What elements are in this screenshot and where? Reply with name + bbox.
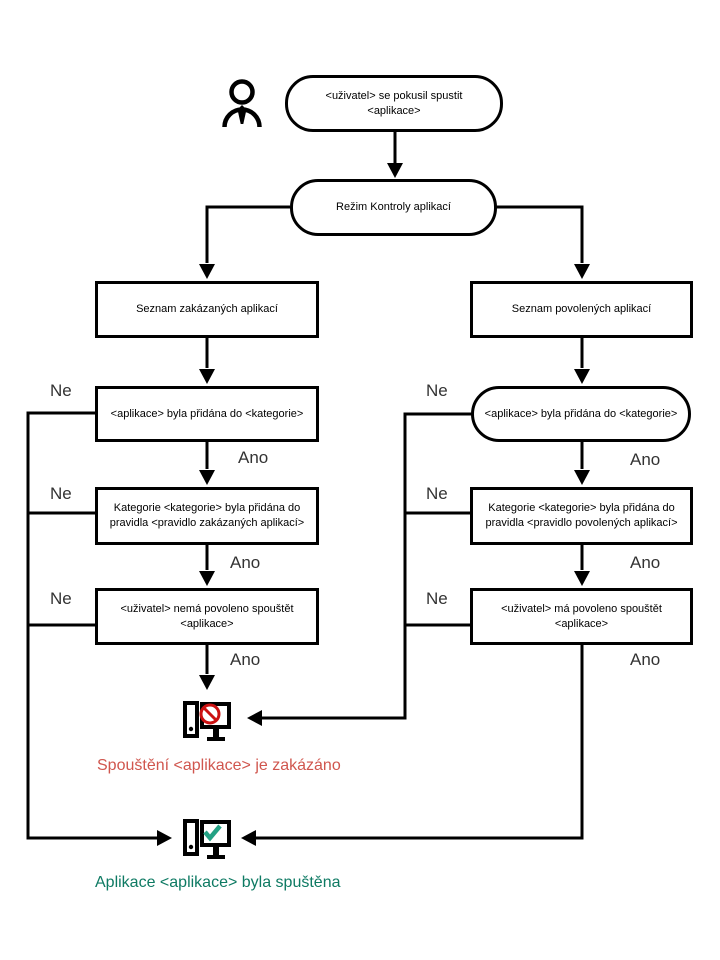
- label-ne: Ne: [50, 589, 72, 608]
- node-denylist-label: Seznam zakázaných aplikací: [136, 303, 278, 316]
- node-start: <uživatel> se pokusil spustit <aplikace>: [285, 75, 503, 132]
- label-ano: Ano: [230, 553, 261, 572]
- node-start-label: <uživatel> se pokusil spustit <aplikace>: [325, 89, 463, 117]
- label-ano: Ano: [630, 553, 661, 572]
- node-allowlist: Seznam povolených aplikací: [470, 281, 693, 338]
- label-ano: Ano: [230, 650, 261, 669]
- node-allow-category: <aplikace> byla přidána do <kategorie>: [471, 386, 691, 442]
- label-ano: Ano: [630, 650, 661, 669]
- prohibition-icon: [199, 703, 221, 725]
- label-ne: Ne: [426, 381, 448, 400]
- node-control-mode: Režim Kontroly aplikací: [290, 179, 497, 236]
- node-deny-category-label: <aplikace> byla přidána do <kategorie>: [110, 407, 304, 420]
- started-status-text: Aplikace <aplikace> byla spuštěna: [95, 874, 341, 891]
- node-allow-rule-label: Kategorie <kategorie> byla přidána do pr…: [485, 502, 678, 529]
- node-allowlist-label: Seznam povolených aplikací: [511, 303, 652, 316]
- user-icon: [221, 78, 263, 128]
- node-control-mode-label: Režim Kontroly aplikací: [336, 201, 451, 214]
- blocked-status-text: Spouštění <aplikace> je zakázáno: [97, 757, 341, 774]
- computer-check-icon: [181, 816, 231, 862]
- node-allow-user: <uživatel> má povoleno spouštět <aplikac…: [470, 588, 693, 645]
- node-deny-rule: Kategorie <kategorie> byla přidána do pr…: [95, 487, 319, 545]
- label-ano: Ano: [630, 450, 661, 469]
- node-allow-rule: Kategorie <kategorie> byla přidána do pr…: [470, 487, 693, 545]
- node-deny-user: <uživatel> nemá povoleno spouštět <aplik…: [95, 588, 319, 645]
- node-deny-user-label: <uživatel> nemá povoleno spouštět <aplik…: [120, 602, 294, 630]
- check-icon: [203, 824, 222, 842]
- label-ano: Ano: [238, 448, 269, 467]
- label-ne: Ne: [50, 484, 72, 503]
- node-denylist: Seznam zakázaných aplikací: [95, 281, 319, 338]
- node-allow-user-label: <uživatel> má povoleno spouštět <aplikac…: [501, 602, 662, 630]
- label-ne: Ne: [426, 484, 448, 503]
- label-ne: Ne: [426, 589, 448, 608]
- node-allow-category-label: <aplikace> byla přidána do <kategorie>: [484, 407, 678, 420]
- node-deny-category: <aplikace> byla přidána do <kategorie>: [95, 386, 319, 442]
- computer-blocked-icon: [181, 698, 231, 744]
- node-deny-rule-label: Kategorie <kategorie> byla přidána do pr…: [109, 502, 305, 529]
- label-ne: Ne: [50, 381, 72, 400]
